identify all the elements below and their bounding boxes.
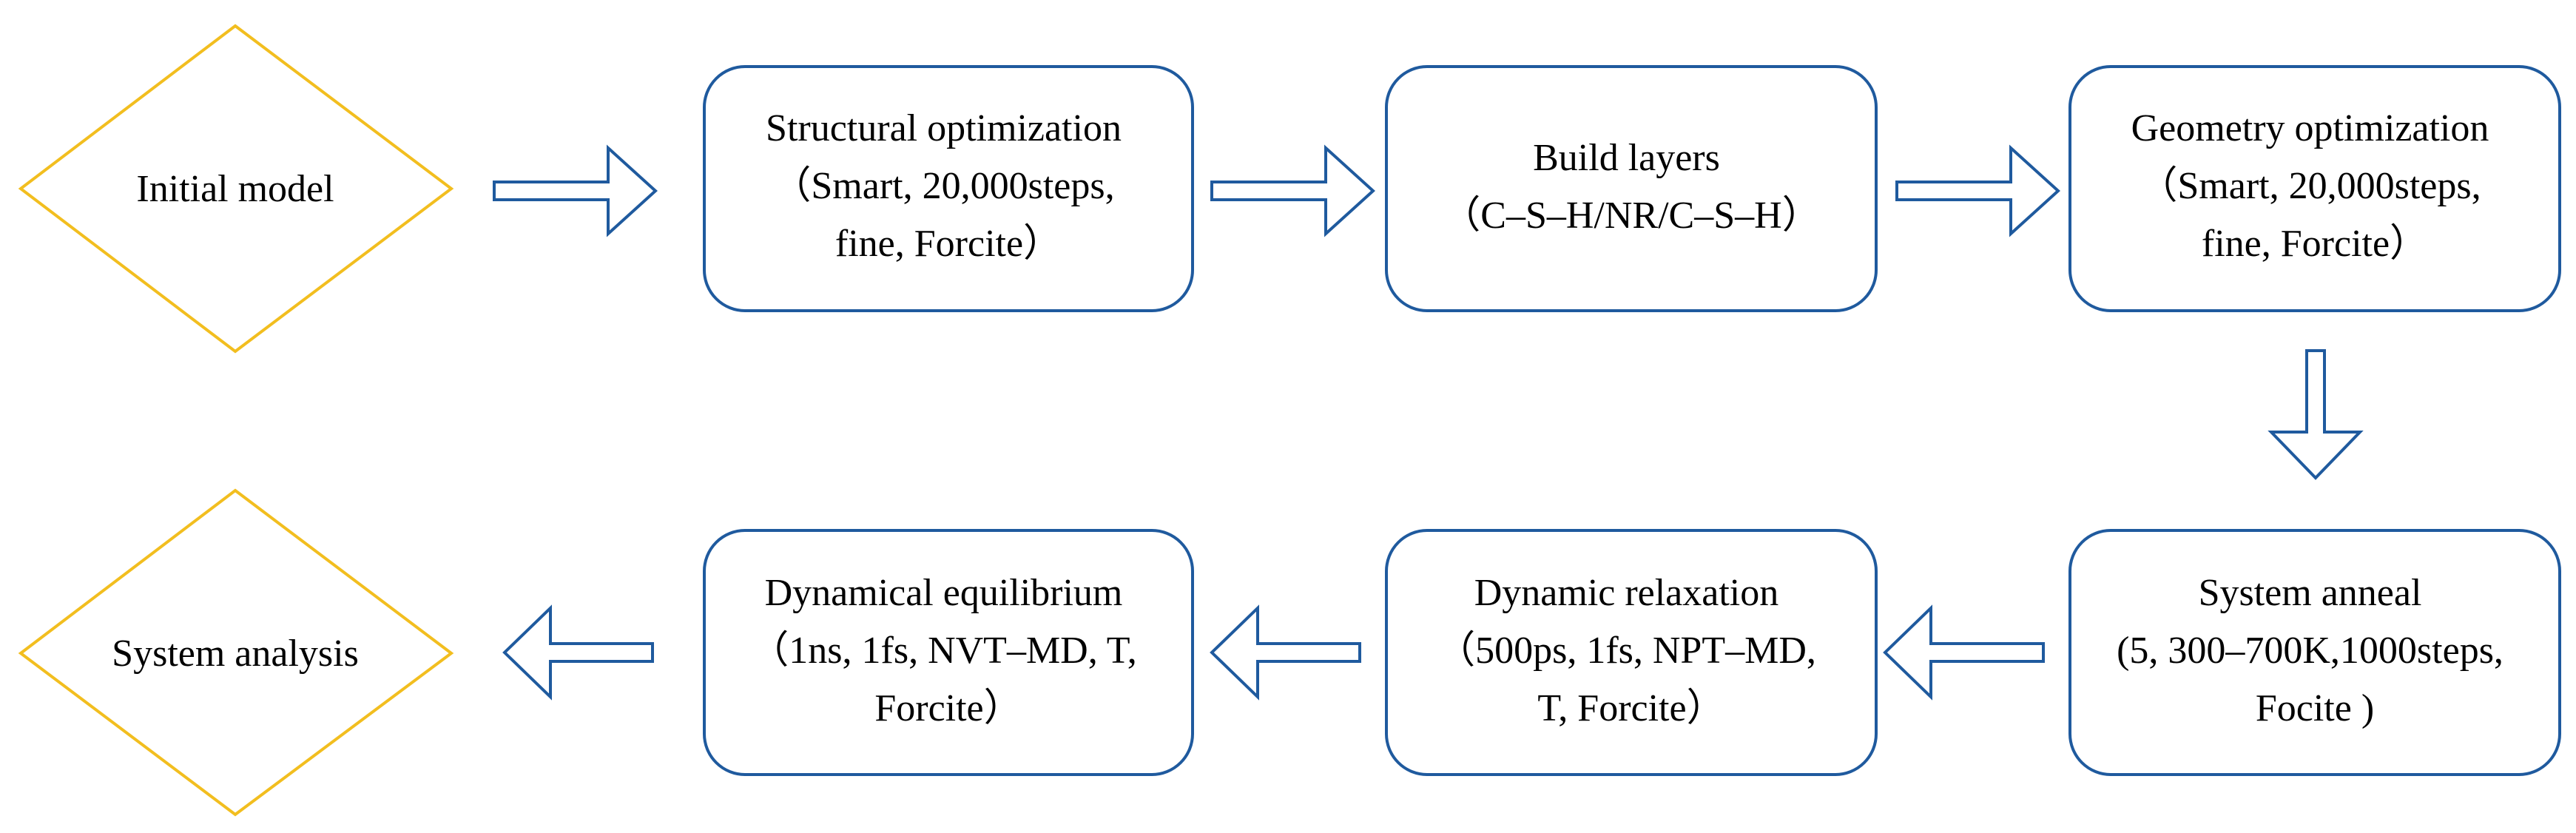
geometry-optimization-box [2068,65,2561,312]
label-line: T, Forcite） [1537,687,1724,729]
dynamic-relaxation-box [1385,529,1878,776]
build-layers-box [1385,65,1878,312]
label-line: Dynamical equilibrium [765,572,1123,614]
label-line: Focite ) [2256,687,2374,729]
label-line: Geometry optimization [2131,107,2489,149]
label-line: （C–S–H/NR/C–S–H） [1442,195,1820,237]
system-anneal-label: System anneal (5, 300–700K,1000steps, Fo… [2117,572,2513,729]
label-line: （Smart, 20,000steps, [772,165,1114,207]
label-line: System anneal [2199,572,2422,614]
label-line: Build layers [1533,137,1720,179]
arrow-right-1 [493,144,658,237]
label-line: （Smart, 20,000steps, [2139,165,2481,207]
arrow-left-3 [502,604,654,701]
label-line: （1ns, 1fs, NVT–MD, T, [750,630,1136,672]
label-line: fine, Forcite） [835,223,1062,265]
label-line: Initial model [136,168,334,210]
label-line: System analysis [112,633,359,675]
arrow-right-2 [1210,144,1375,237]
label-line: （500ps, 1fs, NPT–MD, [1437,630,1816,672]
dynamic-relaxation-label: Dynamic relaxation （500ps, 1fs, NPT–MD, … [1437,572,1826,729]
system-analysis-label: System analysis [112,633,359,675]
initial-model-diamond [18,24,454,354]
dynamical-equilibrium-box [703,529,1194,776]
structural-optimization-label: Structural optimization （Smart, 20,000st… [766,107,1131,265]
structural-optimization-box [703,65,1194,312]
label-line: Structural optimization [766,107,1122,149]
label-line: Dynamic relaxation [1474,572,1779,614]
arrow-left-2 [1210,604,1361,701]
initial-model-label: Initial model [136,168,334,210]
geometry-optimization-label: Geometry optimization （Smart, 20,000step… [2131,107,2499,265]
arrow-right-3 [1895,144,2060,237]
system-anneal-box [2068,529,2561,776]
label-line: fine, Forcite） [2202,223,2428,265]
build-layers-label: Build layers （C–S–H/NR/C–S–H） [1442,137,1820,237]
system-analysis-diamond [18,488,454,817]
label-line: Forcite） [874,687,1022,729]
dynamical-equilibrium-label: Dynamical equilibrium （1ns, 1fs, NVT–MD,… [750,572,1146,729]
arrow-left-1 [1883,604,2045,701]
arrow-down [2268,349,2364,480]
label-line: (5, 300–700K,1000steps, [2117,630,2503,672]
